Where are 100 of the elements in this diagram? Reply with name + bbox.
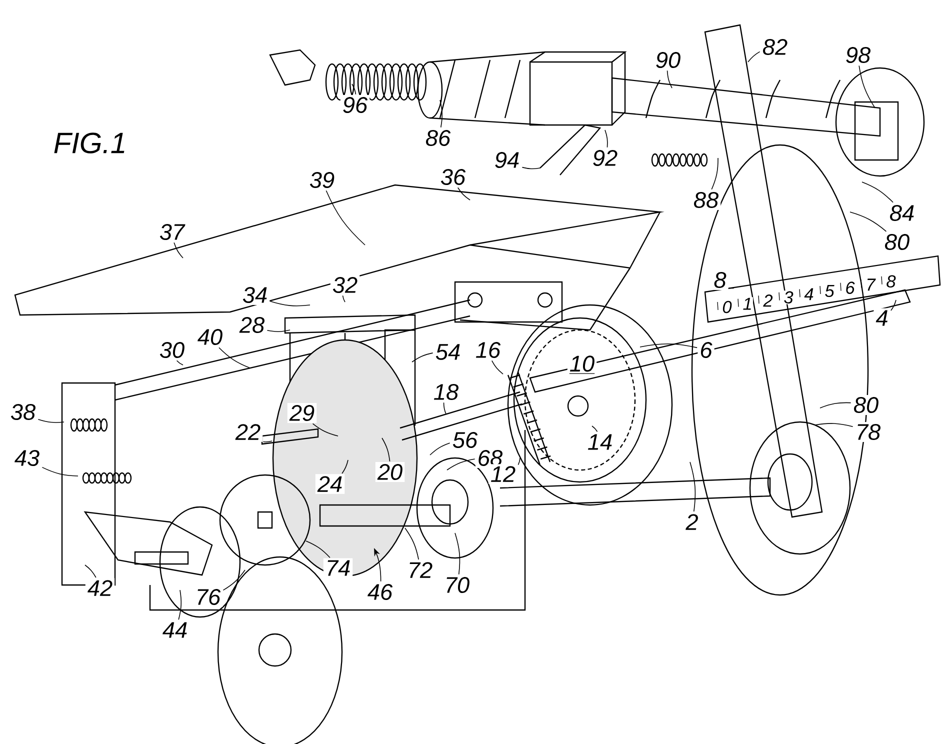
leader-line <box>312 423 338 436</box>
leader-line <box>176 360 184 366</box>
leader-line <box>440 100 443 128</box>
reference-numeral: 30 <box>157 340 187 360</box>
node-label: 10 <box>570 356 594 372</box>
node-label: 74 <box>328 560 350 576</box>
reference-numeral: 42 <box>85 578 115 598</box>
leader-line <box>890 300 896 311</box>
scale-digit: 4 <box>804 288 814 301</box>
reference-numeral: 24 <box>315 474 345 494</box>
reference-numeral: 8 <box>712 270 728 290</box>
leader-line <box>728 288 734 289</box>
leader-line <box>352 84 356 95</box>
leader-line <box>342 295 346 302</box>
leader-line <box>454 532 460 575</box>
reference-numeral: 12 <box>488 464 518 484</box>
reference-numeral: 96 <box>340 94 370 116</box>
leader-line <box>84 564 96 578</box>
leader-line <box>404 528 419 560</box>
leader-line <box>850 212 887 232</box>
node-label: 78 <box>858 424 880 440</box>
leader-line <box>491 360 504 374</box>
scale-digit: 6 <box>844 281 856 295</box>
leader-line <box>326 190 366 246</box>
leader-line <box>690 462 696 512</box>
leader-line <box>266 330 290 332</box>
reference-numeral: 92 <box>590 148 620 168</box>
reference-numeral: 86 <box>423 128 453 148</box>
reference-numeral: 54 <box>433 342 463 362</box>
leader-line <box>342 460 348 474</box>
leader-line <box>270 300 310 306</box>
leader-line <box>522 166 540 170</box>
scale-digit: 5 <box>824 284 835 298</box>
reference-numeral: 2 <box>684 512 700 532</box>
leader-line <box>666 70 672 88</box>
leader-line <box>640 343 698 348</box>
leader-line <box>412 352 434 362</box>
reference-numeral: 98 <box>843 44 873 66</box>
reference-numeral: 39 <box>307 170 337 190</box>
reference-numeral: 38 <box>8 402 38 422</box>
scale-digit: 1 <box>742 297 753 310</box>
leader-line <box>604 130 608 148</box>
reference-numeral: 82 <box>760 36 790 58</box>
reference-numeral: 28 <box>237 314 267 336</box>
reference-numeral: 18 <box>431 382 461 402</box>
reference-numeral: 6 <box>698 340 714 360</box>
reference-numeral: 14 <box>585 432 615 452</box>
leader-line <box>518 458 520 466</box>
reference-numeral: 76 <box>193 586 223 608</box>
leader-line <box>222 570 246 591</box>
reference-numeral: 44 <box>160 620 190 640</box>
reference-numeral: 84 <box>887 203 917 224</box>
leader-line <box>218 347 250 368</box>
leader-line <box>306 540 330 558</box>
leader-line <box>592 426 598 432</box>
node-label: 4 <box>876 310 888 326</box>
reference-numeral: 37 <box>157 222 187 242</box>
reference-numeral: 80 <box>882 232 912 252</box>
leader-line <box>457 187 470 200</box>
node-label: 6 <box>700 342 712 358</box>
reference-numeral: 22 <box>233 422 263 442</box>
reference-numeral: 36 <box>438 166 468 188</box>
scale-digit: 3 <box>783 290 794 304</box>
reference-numeral: 16 <box>473 340 503 360</box>
leader-line <box>262 440 272 442</box>
reference-numeral: 72 <box>405 560 435 580</box>
reference-numeral: 20 <box>375 462 405 482</box>
reference-numeral: 40 <box>195 326 225 348</box>
scale-digit: 7 <box>865 278 876 292</box>
scale-digit: 0 <box>722 300 732 314</box>
reference-numeral: 94 <box>492 150 522 170</box>
leader-line <box>443 402 446 414</box>
leader-line <box>862 182 894 203</box>
reference-numeral: 29 <box>287 402 317 424</box>
reference-numeral: 88 <box>691 190 721 210</box>
leader-line <box>42 466 78 476</box>
leader-line <box>174 242 184 258</box>
leader-line <box>382 438 390 462</box>
figure-title: FIG.1 <box>54 132 124 154</box>
reference-numeral: 4 <box>874 308 890 328</box>
leader-line <box>748 51 760 62</box>
reference-numeral: 32 <box>330 274 360 296</box>
reference-numeral: 46 <box>365 582 395 602</box>
leader-line <box>446 458 476 470</box>
leader-line <box>820 402 852 408</box>
leader-line <box>38 418 64 423</box>
reference-numeral: 80 <box>851 394 881 416</box>
node-label: 76 <box>198 588 221 606</box>
reference-numeral: 56 <box>450 430 480 450</box>
reference-numeral: 74 <box>323 558 353 578</box>
leader-line <box>814 423 854 428</box>
leader-line <box>858 65 876 108</box>
leader-line <box>711 158 718 190</box>
scale-digit: 2 <box>762 294 774 308</box>
reference-numeral: 10 <box>567 354 597 376</box>
leader-line <box>430 442 450 456</box>
scale-digit: 8 <box>886 274 896 288</box>
reference-numeral: 70 <box>442 574 472 596</box>
reference-numeral: 43 <box>12 448 42 468</box>
leader-line <box>178 590 182 620</box>
